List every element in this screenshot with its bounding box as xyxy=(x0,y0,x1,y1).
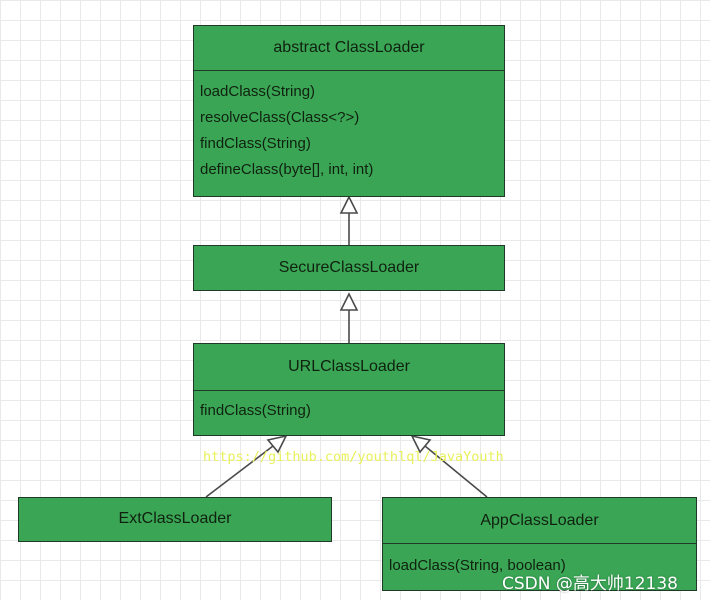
arrow-head-url-from-ext xyxy=(266,434,288,454)
github-watermark: https://github.com/youthlql/JavaYouth xyxy=(203,449,504,465)
appclassloader-methods: loadClass(String, boolean) xyxy=(383,543,696,589)
method-defineclass: defineClass(byte[], int, int) xyxy=(200,161,374,178)
method-resolveclass: resolveClass(Class<?>) xyxy=(200,109,360,126)
arrow-head-url-from-app xyxy=(410,434,432,454)
secureclassloader-box: SecureClassLoader xyxy=(193,245,505,291)
classloader-methods: loadClass(String) resolveClass(Class<?>)… xyxy=(194,70,504,196)
method-findclass: findClass(String) xyxy=(200,135,311,152)
secureclassloader-name: SecureClassLoader xyxy=(278,258,420,276)
classloader-name: abstract ClassLoader xyxy=(273,39,425,56)
arrow-head-secure xyxy=(339,292,359,311)
arrow-line-app-to-url xyxy=(424,445,488,498)
appclassloader-box: AppClassLoader loadClass(String, boolean… xyxy=(382,497,697,591)
extclassloader-box: ExtClassLoader xyxy=(18,497,332,542)
method-loadclass: loadClass(String) xyxy=(200,83,316,100)
method-app-loadclass: loadClass(String, boolean) xyxy=(389,557,566,574)
arrow-line-ext-to-url xyxy=(205,445,274,498)
csdn-watermark: CSDN @高大帅12138 xyxy=(502,574,678,594)
urlclassloader-box: URLClassLoader findClass(String) xyxy=(193,343,505,436)
urlclassloader-methods: findClass(String) xyxy=(194,390,504,434)
extclassloader-name: ExtClassLoader xyxy=(118,510,232,527)
urlclassloader-name: URLClassLoader xyxy=(288,358,410,375)
classloader-box: abstract ClassLoader loadClass(String) r… xyxy=(193,25,505,197)
appclassloader-name: AppClassLoader xyxy=(480,511,599,529)
arrow-head-classloader xyxy=(339,195,359,214)
method-url-findclass: findClass(String) xyxy=(200,402,311,419)
